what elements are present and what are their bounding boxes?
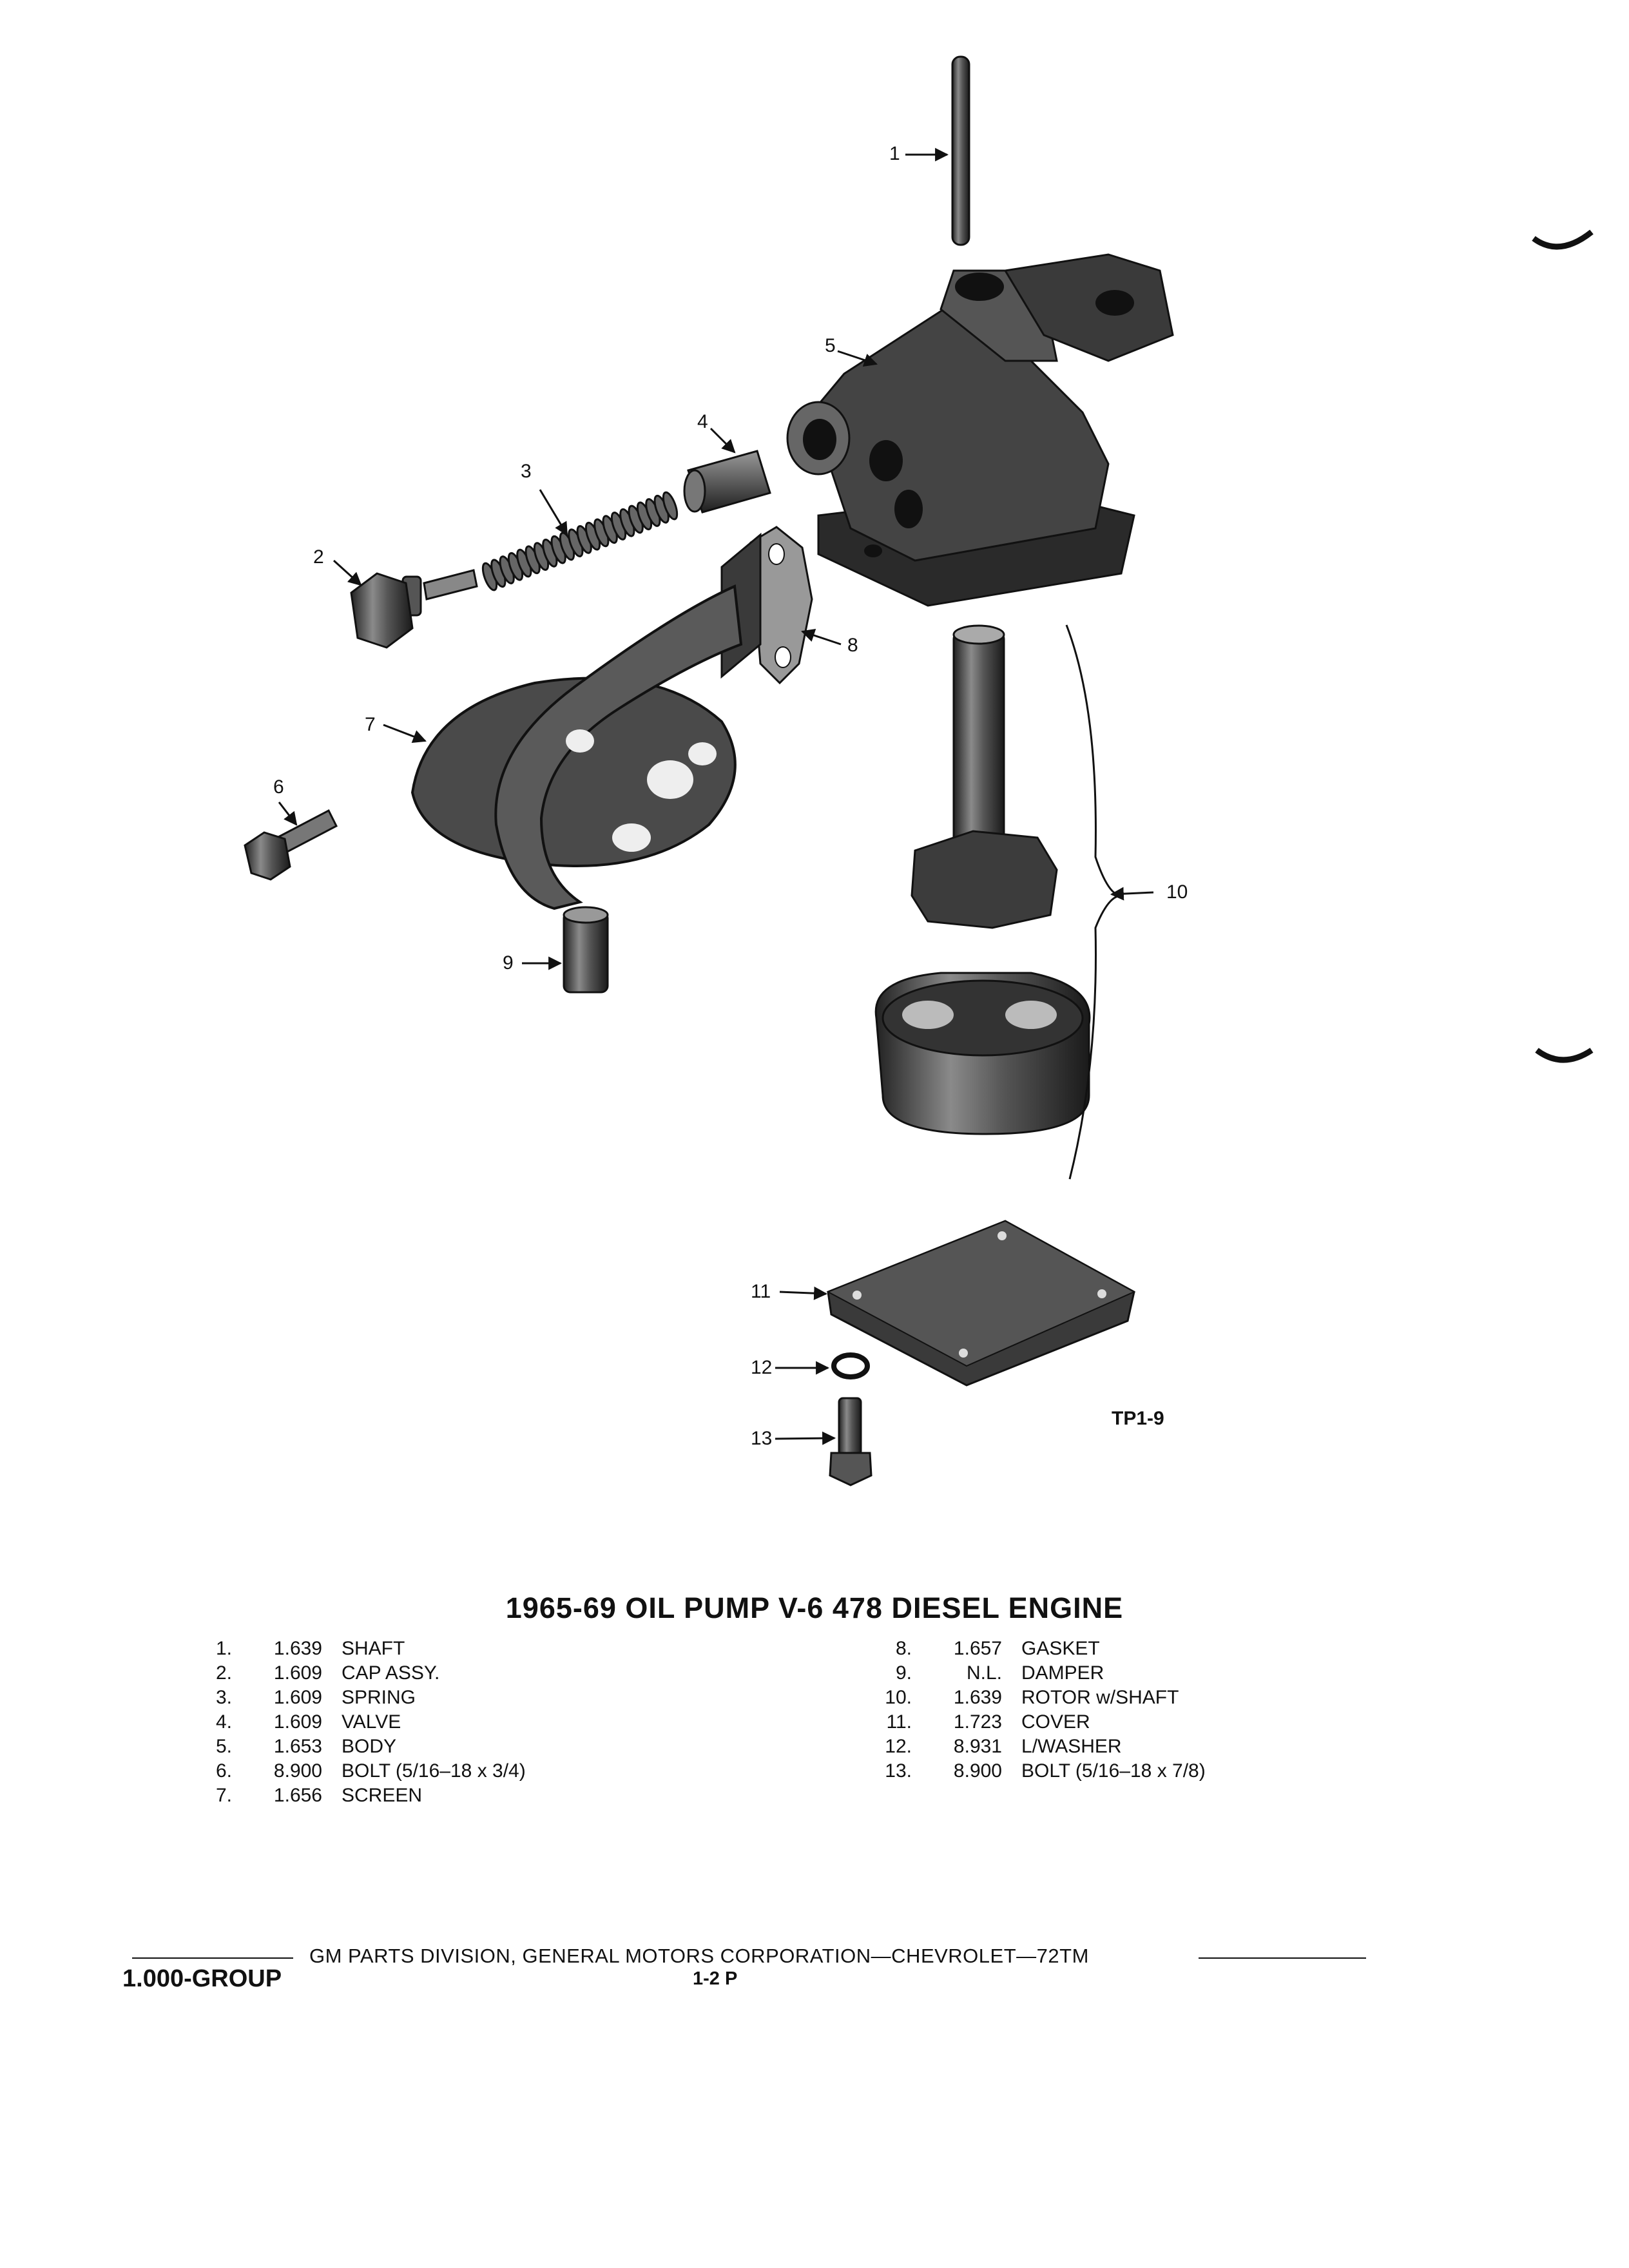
part-group-code: 8.900 [953,1760,1002,1782]
part-name: ROTOR w/SHAFT [1021,1687,1179,1708]
callout-6: 6 [273,776,284,798]
part-name: BOLT (5/16–18 x 7/8) [1021,1760,1206,1782]
parts-row: 13. 8.900 BOLT (5/16–18 x 7/8) [873,1759,1389,1783]
part-group-code: 1.609 [273,1687,322,1708]
parts-row: 2. 1.609 CAP ASSY. [193,1661,709,1686]
parts-row: 5. 1.653 BODY [193,1735,709,1759]
part-number: 10. [885,1687,912,1708]
callout-1: 1 [889,143,900,164]
part-name: GASKET [1021,1638,1100,1659]
scan-mark [1532,229,1594,250]
footer-rule-left [132,1957,293,1959]
part-group-code: 1.609 [273,1662,322,1684]
part-number: 7. [215,1785,232,1806]
parts-row: 10. 1.639 ROTOR w/SHAFT [873,1686,1389,1710]
parts-row: 7. 1.656 SCREEN [193,1783,709,1808]
exploded-parts-diagram [244,55,1594,1486]
callout-11: 11 [751,1281,771,1302]
callout-2: 2 [313,546,324,568]
part-number: 11. [886,1711,912,1733]
part-group-code: 1.609 [273,1711,322,1733]
part-cap-assy [350,569,478,649]
part-group-code: N.L. [966,1662,1002,1684]
part-screen [410,532,762,910]
part-number: 9. [895,1662,912,1684]
part-group-code: 1.656 [273,1785,322,1806]
part-group-code: 1.723 [953,1711,1002,1733]
part-group-code: 1.653 [273,1736,322,1757]
callout-9: 9 [503,952,514,974]
part-number: 5. [215,1736,232,1757]
part-number: 6. [215,1760,232,1782]
part-name: VALVE [342,1711,401,1733]
part-lock-washer [831,1352,870,1379]
callout-4: 4 [697,411,708,432]
part-name: CAP ASSY. [342,1662,440,1684]
callout-12: 12 [751,1357,773,1378]
part-number: 13. [885,1760,912,1782]
page-title: 1965-69 OIL PUMP V-6 478 DIESEL ENGINE [505,1591,1124,1624]
parts-row: 9. N.L. DAMPER [873,1661,1389,1686]
parts-row: 12. 8.931 L/WASHER [873,1735,1389,1759]
callout-5: 5 [825,335,836,356]
parts-row: 3. 1.609 SPRING [193,1686,709,1710]
part-name: DAMPER [1021,1662,1104,1684]
part-name: BODY [342,1736,397,1757]
part-number: 12. [885,1736,912,1757]
page-number: 1-2 P [693,1968,738,1989]
part-valve [683,450,771,514]
leader-arrows [278,148,1154,1445]
part-bolt-6 [244,809,338,881]
part-group-code: 8.931 [953,1736,1002,1757]
parts-row: 11. 1.723 COVER [873,1710,1389,1735]
part-group-code: 1.657 [953,1638,1002,1659]
scan-mark [1535,1048,1594,1063]
footer-rule-right [1199,1957,1366,1959]
callout-13: 13 [751,1428,773,1449]
part-damper [563,906,609,994]
part-number: 2. [215,1662,232,1684]
part-bolt-13 [829,1397,872,1486]
parts-row: 1. 1.639 SHAFT [193,1637,709,1661]
figure-code: TP1-9 [1112,1408,1164,1429]
part-name: SCREEN [342,1785,423,1806]
part-number: 3. [215,1687,232,1708]
part-group-code: 1.639 [953,1687,1002,1708]
parts-row: 6. 8.900 BOLT (5/16–18 x 3/4) [193,1759,709,1783]
part-name: BOLT (5/16–18 x 3/4) [342,1760,526,1782]
part-name: L/WASHER [1021,1736,1122,1757]
part-number: 8. [895,1638,912,1659]
part-number: 1. [215,1638,232,1659]
footer-text: GM PARTS DIVISION, GENERAL MOTORS CORPOR… [309,1945,1089,1967]
group-label: 1.000-GROUP [122,1965,282,1992]
part-group-code: 1.639 [273,1638,322,1659]
part-rotor-shaft [874,624,1122,1180]
part-number: 4. [215,1711,232,1733]
callout-8: 8 [847,635,858,656]
part-group-code: 8.900 [273,1760,322,1782]
callout-3: 3 [521,461,532,482]
part-name: SHAFT [342,1638,405,1659]
callout-7: 7 [365,714,376,735]
part-spring [481,491,679,591]
parts-row: 8. 1.657 GASKET [873,1637,1389,1661]
part-name: COVER [1021,1711,1090,1733]
part-cover [826,1220,1136,1387]
part-pump-body [786,253,1174,607]
part-name: SPRING [342,1687,416,1708]
parts-row: 4. 1.609 VALVE [193,1710,709,1735]
part-shaft [951,55,970,246]
callout-10: 10 [1166,881,1188,903]
parts-list-right: 8. 1.657 GASKET 9. N.L. DAMPER 10. 1.639 ROTOR w… [873,1637,1389,1783]
spring-coil [662,491,679,521]
